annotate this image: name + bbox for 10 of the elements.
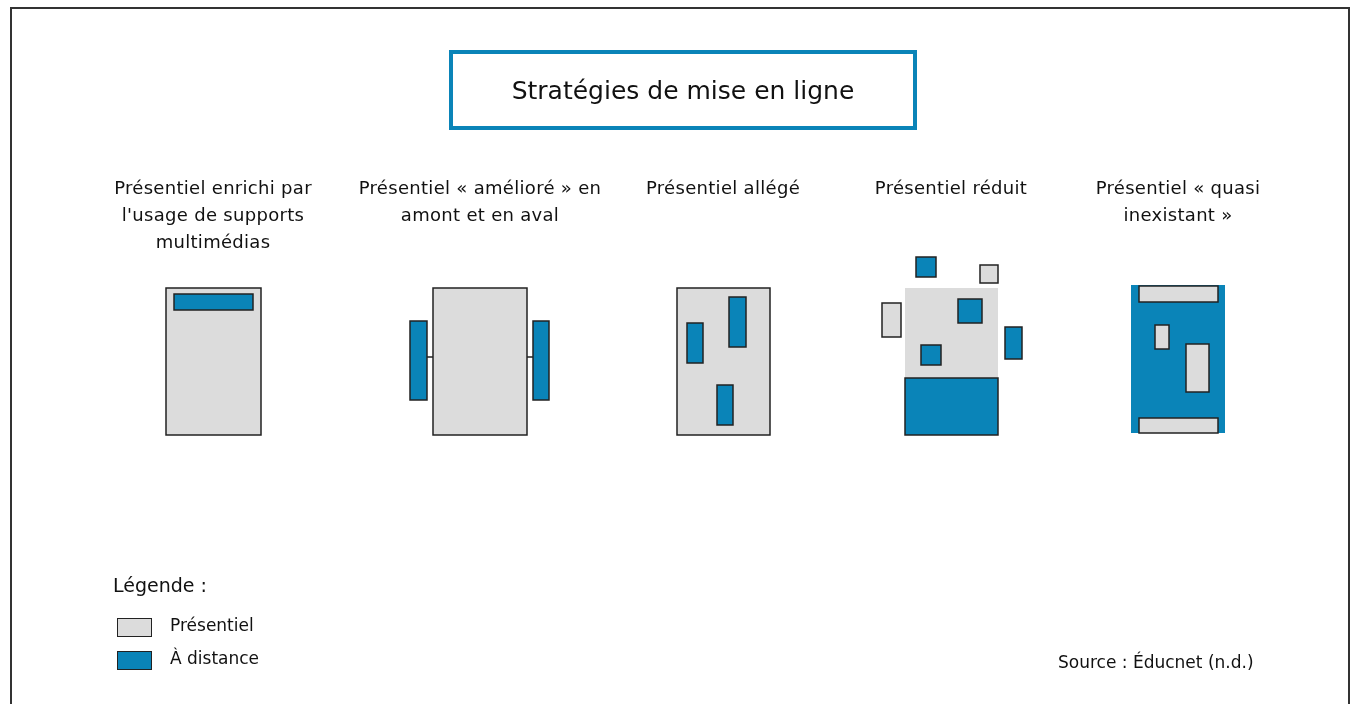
legend-text: Présentiel xyxy=(170,615,254,635)
strategy-heading: Présentiel « amélioré » en amont et en aval xyxy=(357,176,603,227)
legend-text: À distance xyxy=(170,648,260,668)
title-box: Stratégies de mise en ligne xyxy=(449,50,917,130)
strategy-heading: Présentiel « quasi inexistant » xyxy=(1094,176,1262,227)
strategy-heading: Présentiel enrichi par l'usage de supports multimédias xyxy=(113,176,313,254)
legend-title: Légende : xyxy=(113,574,207,596)
strategy-heading: Présentiel allégé xyxy=(644,176,801,200)
strategy-heading: Présentiel réduit xyxy=(873,176,1029,200)
source-note: Source : Éducnet (n.d.) xyxy=(1058,652,1254,672)
